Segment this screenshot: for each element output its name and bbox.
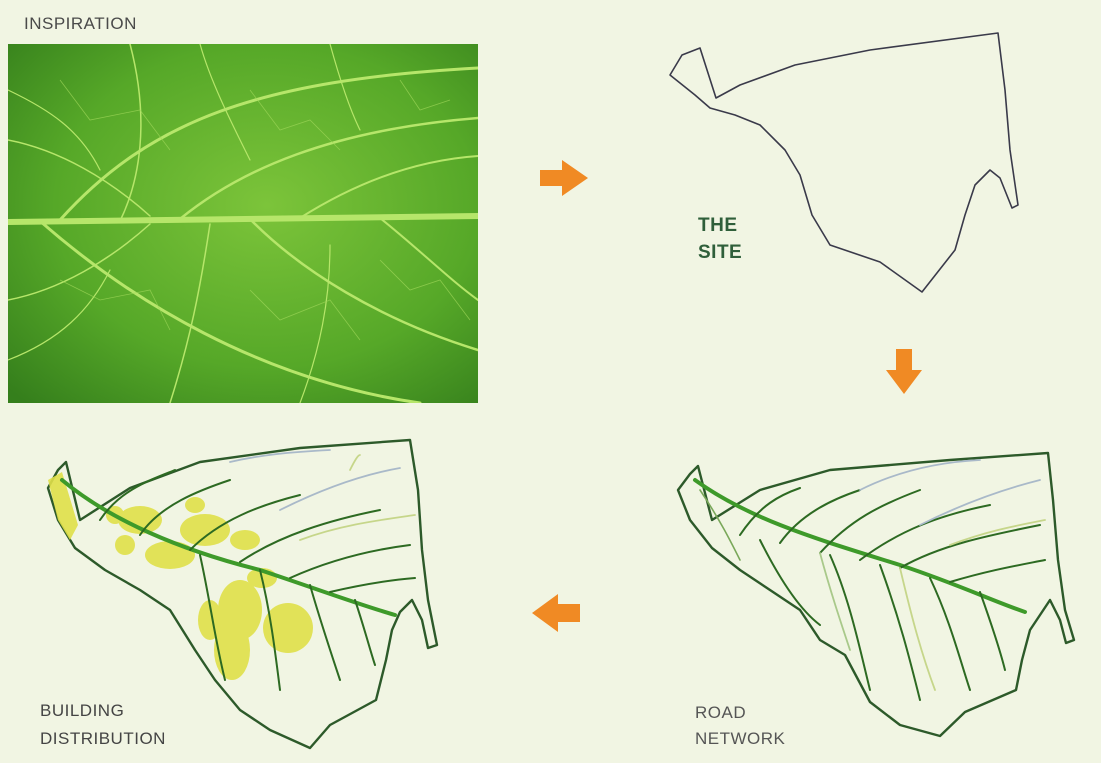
arrow-right-icon <box>540 160 588 196</box>
arrow-left-icon <box>532 594 580 632</box>
road-network-outline <box>678 453 1074 736</box>
road-network-plan <box>678 453 1074 736</box>
site-outline <box>670 33 1018 292</box>
building-distribution-plan <box>48 440 437 748</box>
arrow-down-icon <box>886 349 922 394</box>
leaf-photo <box>8 44 478 403</box>
